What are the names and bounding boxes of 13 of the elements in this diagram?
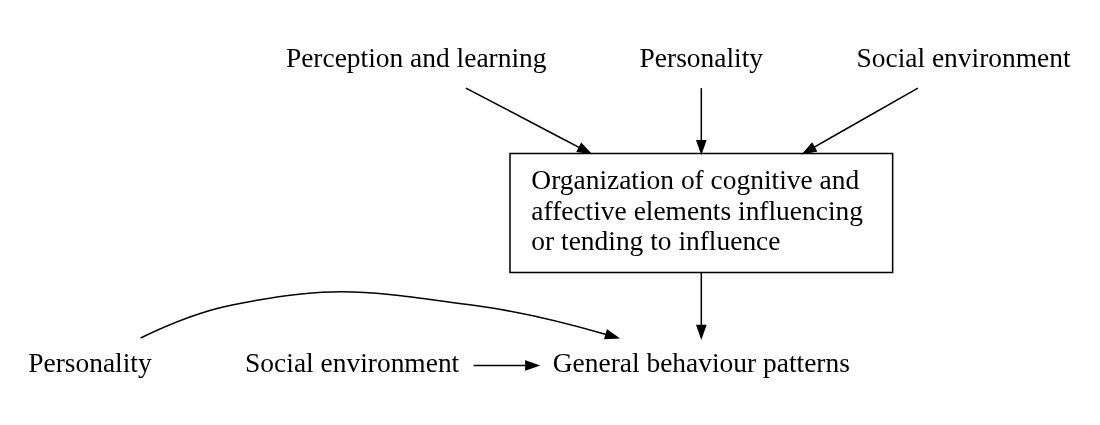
node-box: Organization of cognitive and affective elements influencing or tending to influence (509, 152, 894, 273)
arrow (472, 359, 541, 371)
arrow (139, 290, 621, 339)
arrow (695, 86, 707, 155)
node-text: Perception and learning (285, 42, 547, 73)
node-text: Social environment (245, 347, 460, 378)
node-text: General behaviour patterns (552, 347, 850, 378)
node-text: Social environment (856, 42, 1071, 73)
node-text: Personality (639, 42, 764, 73)
arrow (801, 86, 919, 154)
arrow (695, 271, 707, 340)
arrow (465, 86, 593, 154)
node-text: Personality (28, 347, 152, 378)
